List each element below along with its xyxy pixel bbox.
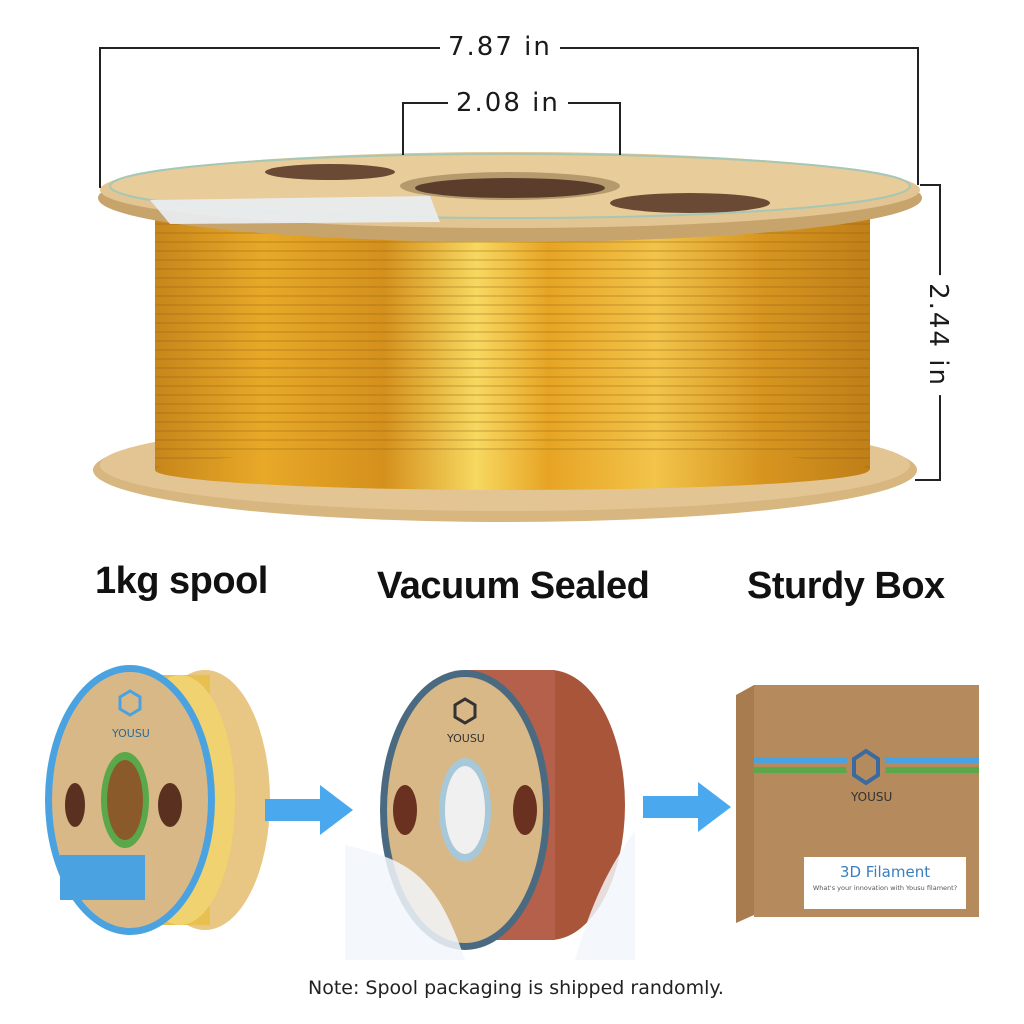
height-label: 2.44 in	[922, 275, 953, 395]
box-sticker: 3D Filament What's your innovation with …	[804, 857, 966, 909]
box-sticker-title: 3D Filament	[839, 863, 931, 881]
feature-vacuum-sealed: Vacuum Sealed	[377, 565, 650, 607]
hub-width-label: 2.08 in	[448, 88, 568, 118]
packaging-note: Note: Spool packaging is shipped randoml…	[308, 977, 724, 999]
spool-product-image: YOUSU	[40, 655, 270, 945]
brand-text-spool: YOUSU	[112, 727, 150, 740]
diameter-label: 7.87 in	[440, 32, 560, 62]
arrow-right-icon	[643, 782, 733, 837]
main-spool-image: 7.87 in 2.08 in 2.44 in	[93, 32, 953, 522]
box-sticker-tagline: What's your innovation with Yousu filame…	[812, 884, 958, 892]
brand-text-box: YOUSU	[851, 790, 893, 804]
brand-text-sealed: YOUSU	[447, 732, 485, 745]
feature-sturdy-box: Sturdy Box	[747, 565, 945, 607]
spool-illustration	[93, 47, 941, 522]
vacuum-sealed-image: YOUSU	[345, 660, 635, 960]
sturdy-box-image: YOUSU 3D Filament What's your innovation…	[736, 685, 982, 925]
arrow-right-icon	[265, 785, 355, 840]
feature-spool: 1kg spool	[95, 560, 268, 602]
